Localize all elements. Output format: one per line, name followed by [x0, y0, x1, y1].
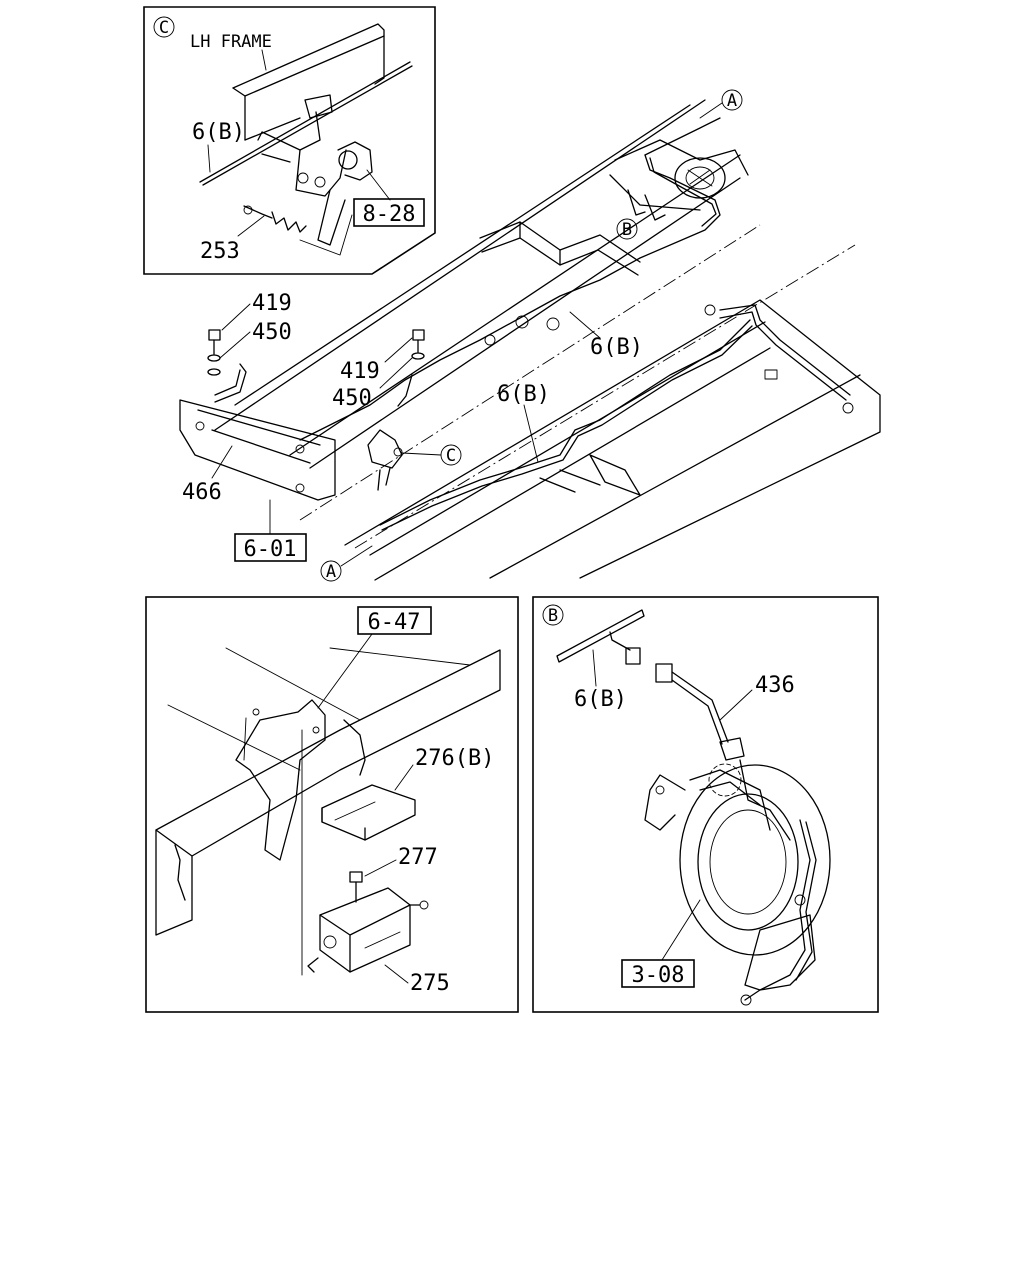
- callout-b: B: [622, 220, 632, 240]
- callout-a-bottom-circle: [320, 560, 342, 582]
- detail-switch-border: [145, 596, 519, 1013]
- detail-c-title-leader: [261, 49, 267, 71]
- detail-c-title: LH FRAME: [190, 32, 272, 52]
- main-detail-c-fitting: [367, 429, 403, 491]
- label-washer-450-left: 450: [252, 320, 292, 345]
- detail-b-ref-label: 3-08: [632, 963, 685, 988]
- leader-clamp-466: [211, 445, 233, 479]
- callout-c-leader: [401, 452, 442, 456]
- ref-box-6-01: [234, 533, 307, 562]
- detail-b-panel: B 6(B) 4: [532, 596, 879, 1013]
- switch-bracket: [235, 699, 366, 976]
- callout-a-bottom-leader: [340, 545, 373, 567]
- label-washer-450-center: 450: [332, 386, 372, 411]
- callout-a-top: A: [727, 91, 737, 111]
- leader-bolt-277: [364, 859, 397, 877]
- detail-b-border: [532, 596, 879, 1013]
- detail-c-spring-leader: [237, 215, 265, 237]
- label-pipe-6b-right: 6(B): [590, 335, 643, 360]
- callout-a-top-leader: [699, 102, 723, 119]
- lh-frame-rail: [232, 23, 385, 141]
- detail-c-ref-leader: [366, 169, 391, 201]
- main-frame-view: A A B C 419 450 419 450 6(B) 6(B) 466 6-…: [179, 89, 881, 582]
- callout-b-circle: [616, 218, 638, 240]
- label-cover-276b: 276(B): [415, 746, 494, 771]
- detail-c-border: [143, 6, 436, 275]
- switch-cover-276: [321, 784, 416, 841]
- detail-c-ref-box: [353, 198, 425, 227]
- leader-cover-276b: [394, 764, 414, 791]
- bolt-277: [349, 871, 363, 903]
- leader-bolt-419-left: [221, 303, 251, 331]
- stop-switch-275: [307, 887, 429, 973]
- detail-b-ref-leader: [661, 899, 701, 961]
- detail-c-pipe-leader: [207, 144, 211, 173]
- detail-b-pipe-label: 6(B): [574, 687, 627, 712]
- label-bolt-277: 277: [398, 845, 438, 870]
- detail-c-ref-label: 8-28: [363, 202, 416, 227]
- ref-box-6-47: [357, 606, 432, 635]
- switch-frame-rail: [155, 647, 501, 936]
- detail-c-spring-link: [243, 205, 307, 233]
- label-ref-6-47: 6-47: [368, 610, 421, 635]
- detail-c-pipe-label: 6(B): [192, 120, 245, 145]
- leader-pipe-6b-center: [523, 404, 539, 463]
- detail-c-brake-pipe: [199, 61, 413, 186]
- callout-c: C: [446, 446, 456, 466]
- leader-ref-6-47: [317, 633, 373, 709]
- leader-washer-450-center: [379, 357, 413, 389]
- detail-b-pipe-leader: [592, 649, 597, 687]
- detail-b-letter-circle: [542, 604, 564, 626]
- bolt-419-center: [397, 329, 425, 407]
- load-sensing-valve: [257, 94, 373, 256]
- label-clamp-466: 466: [182, 480, 222, 505]
- detail-b-hose-leader: [719, 689, 753, 721]
- leader-pipe-6b-right: [569, 311, 601, 339]
- detail-c-spring-label: 253: [200, 239, 240, 264]
- label-pipe-6b-center: 6(B): [497, 382, 550, 407]
- label-bolt-419-left: 419: [252, 291, 292, 316]
- detail-b-ref-box: [621, 959, 695, 988]
- bolt-419-left: [207, 329, 221, 376]
- callout-a-bottom: A: [326, 562, 336, 582]
- brake-pipe-routing: [299, 117, 854, 531]
- detail-b-pipe-tee: [556, 609, 673, 683]
- leader-washer-450-left: [219, 331, 251, 359]
- front-crossmember-clamp: [179, 363, 336, 501]
- detail-switch-panel: 6-47 276(B) 277 275: [145, 596, 519, 1013]
- detail-c-letter: C: [159, 18, 169, 38]
- leader-switch-275: [384, 964, 409, 984]
- detail-b-hose-label: 436: [755, 673, 795, 698]
- detail-b-letter: B: [548, 606, 558, 626]
- label-bolt-419-center: 419: [340, 359, 380, 384]
- label-ref-6-01: 6-01: [244, 537, 297, 562]
- leader-bolt-419-center: [384, 337, 413, 363]
- detail-b-brake-drum: [644, 759, 831, 1006]
- brake-drum-rear: [627, 157, 726, 221]
- detail-c-panel: C LH FRAME: [143, 6, 436, 275]
- detail-b-hose-436: [671, 671, 745, 761]
- label-switch-275: 275: [410, 971, 450, 996]
- callout-a-top-circle: [721, 89, 743, 111]
- detail-c-letter-circle: [153, 16, 175, 38]
- chassis-frame: [214, 99, 881, 581]
